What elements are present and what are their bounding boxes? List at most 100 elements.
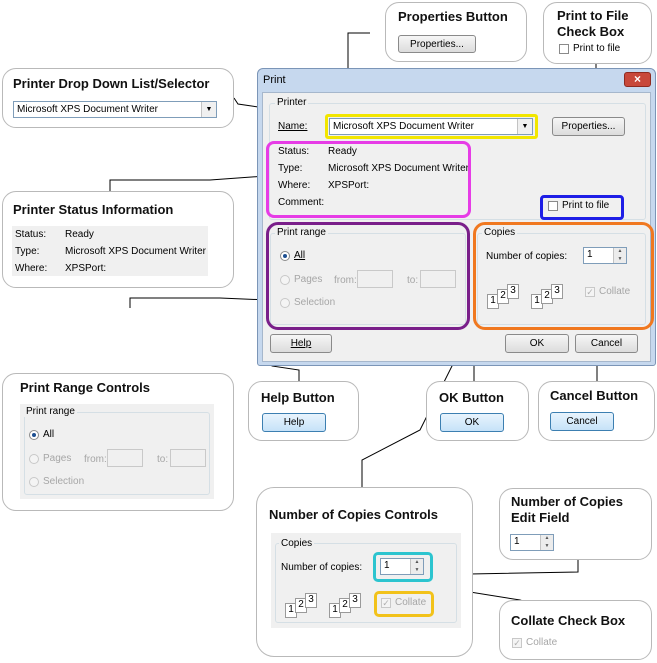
callout-copies-collate-label: Collate [395,597,427,608]
callout-status-label: Status: [15,229,47,240]
callout-print-range-group [24,412,210,495]
callout-to-label: to: [157,454,169,465]
callout-properties-button-sample: Properties... [398,35,476,53]
callout-help-button-label: Help [283,417,305,428]
dialog-title: Print [263,74,286,86]
comment-label: Comment: [278,197,325,208]
callout-to-field [170,449,206,467]
callout-copies-group-title: Copies [279,538,315,549]
printer-dropdown[interactable]: Microsoft XPS Document Writer ▼ [329,118,533,135]
page-icon: 1 [329,603,341,618]
chevron-down-icon: ▼ [517,119,532,134]
selection-radio[interactable] [280,298,290,308]
callout-cancel-button-sample: Cancel [550,412,614,431]
where-value: XPSPort: [328,180,370,191]
callout-help-button-sample: Help [262,413,326,432]
callout-all-radio [29,430,39,440]
page-icon: 3 [551,284,563,299]
highlight-print-range [266,222,470,330]
printer-dropdown-value: Microsoft XPS Document Writer [333,121,474,132]
callout-cancel-button-label: Cancel [566,416,598,427]
callout-properties-button-label: Properties... [410,38,464,50]
page-icon: 3 [349,593,361,608]
spin-up-icon: ▲ [410,559,423,567]
type-value: Microsoft XPS Document Writer [328,163,469,174]
callout-selection-label: Selection [43,476,85,487]
close-button[interactable]: × [624,72,651,87]
callout-pages-label: Pages [43,453,72,464]
help-button-label: Help [290,338,312,349]
status-label: Status: [278,146,310,157]
callout-copies-controls-title: Number of Copies Controls [269,507,439,522]
properties-button[interactable]: Properties... [552,117,625,136]
print-range-group-title: Print range [275,227,328,238]
callout-help-title: Help Button [261,390,335,405]
callout-status-value: Ready [65,229,94,240]
callout-ok-button-sample: OK [440,413,504,432]
from-field[interactable] [357,270,393,288]
cancel-button[interactable]: Cancel [575,334,638,353]
highlight-status-info [266,141,471,218]
copies-value: 1 [587,249,593,260]
print-to-file-checkbox[interactable] [548,201,558,211]
highlight-collate [374,591,434,617]
copies-spinner[interactable]: 1 ▲ ▼ [583,247,627,264]
to-field[interactable] [420,270,456,288]
connector-print-range [129,297,269,308]
collate-label: Collate [599,286,631,297]
callout-where-value: XPSPort: [65,263,107,274]
callout-pages-radio [29,454,39,464]
spin-up-icon[interactable]: ▲ [613,248,626,256]
print-range-group [270,233,466,325]
printer-group-title: Printer [275,97,309,108]
callout-copies-label: Number of copies: [281,562,363,573]
print-to-file-label: Print to file [562,200,610,211]
callout-print-range-title: Print Range Controls [20,380,151,395]
callout-from-label: from: [84,454,107,465]
callout-ok-button-label: OK [464,417,480,428]
callout-selection-radio [29,477,39,487]
callout-cancel [538,381,655,441]
callout-copies-collate-checkbox: ✓ [381,598,391,608]
callout-printer-dropdown-value: Microsoft XPS Document Writer [17,104,158,115]
callout-print-to-file-title-1: Print to File [557,8,629,23]
callout-printer-dropdown [2,68,234,128]
callout-type-label: Type: [15,246,40,257]
callout-print-to-file-label: Print to file [573,43,621,54]
spin-down-icon: ▼ [410,566,423,574]
status-value: Ready [328,146,357,157]
ok-button-label: OK [529,338,545,349]
callout-print-range-group-title: Print range [24,406,77,417]
printer-group [269,103,646,220]
pages-radio[interactable] [280,275,290,285]
highlight-printer-dropdown [325,114,538,139]
callout-copies-edit-title-1: Number of Copies [511,494,623,509]
callout-status-panel [12,226,208,276]
all-label: All [294,250,306,261]
close-icon: × [633,72,641,86]
type-label: Type: [278,163,303,174]
to-label: to: [407,275,419,286]
callout-properties-title: Properties Button [398,9,508,24]
highlight-copies-edit [373,552,433,582]
callout-collate-checkbox: ✓ [512,638,522,648]
callout-printer-dropdown-sample: Microsoft XPS Document Writer ▼ [13,101,217,118]
collate-checkbox[interactable]: ✓ [585,287,595,297]
all-radio[interactable] [280,251,290,261]
dialog-titlebar: Print × [258,69,655,91]
callout-print-to-file-title-2: Check Box [557,24,625,39]
callout-from-field [107,449,143,467]
callout-copies-value: 1 [384,560,390,571]
page-icon: 2 [339,598,351,613]
help-button[interactable]: Help [270,334,332,353]
from-label: from: [334,275,357,286]
callout-copies-spinner: 1 ▲ ▼ [380,558,424,575]
ok-button[interactable]: OK [505,334,569,353]
spin-down-icon[interactable]: ▼ [613,255,626,263]
callout-printer-dropdown-title: Printer Drop Down List/Selector [13,76,210,91]
connector-status [109,175,267,191]
collate-pages-icon: 1 2 3 1 2 3 [487,284,577,314]
callout-where-label: Where: [15,263,48,274]
highlight-copies [473,222,654,330]
selection-label: Selection [294,297,336,308]
